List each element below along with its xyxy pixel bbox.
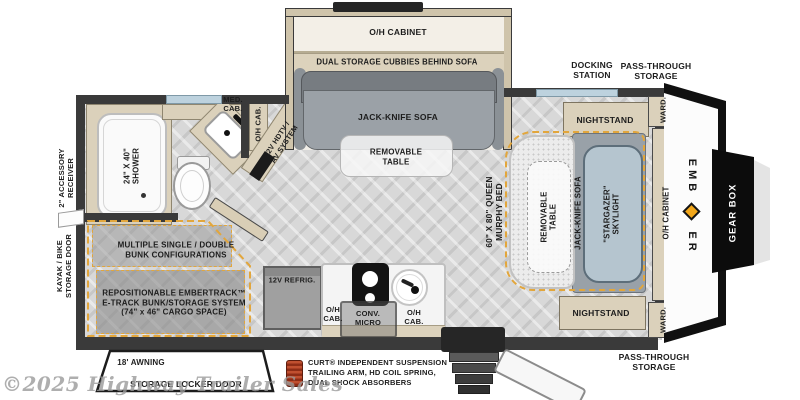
dual-storage-label: DUAL STORAGE CUBBIES BEHIND SOFA xyxy=(316,57,478,67)
awning-storage-outline xyxy=(95,349,275,393)
kitchen-counter-cabinet xyxy=(322,325,445,338)
coil-spring-icon xyxy=(286,360,303,387)
toilet-bowl-inner xyxy=(180,170,204,202)
refrigerator xyxy=(263,266,322,330)
entry-step-4 xyxy=(458,385,490,394)
jack-knife-sofa-bedroom-label: JACK-KNIFE SOFA xyxy=(573,176,583,250)
ember-logo-top: EMB xyxy=(686,159,698,195)
med-cab-label: MED.CAB. xyxy=(223,95,243,113)
removable-table-slide xyxy=(340,135,453,177)
bunk-lower xyxy=(96,270,245,334)
awning-label: 18' AWNING xyxy=(117,358,165,368)
entry-step-1 xyxy=(449,352,499,362)
refrigerator-label: 12V REFRIG. xyxy=(268,275,316,285)
shower-pan xyxy=(97,113,167,218)
entry-step-3 xyxy=(455,374,493,384)
oh-cabinet-right-label: O/H CABINET xyxy=(661,186,671,240)
stove-burner-small xyxy=(365,293,375,303)
wardrobe-bottom-label: WARD. xyxy=(658,307,668,333)
gear-box-label: GEAR BOX xyxy=(728,184,739,243)
stargazer-skylight xyxy=(583,145,643,283)
nightstand-top-label: NIGHTSTAND xyxy=(576,114,634,125)
murphy-bed-outline xyxy=(505,131,645,291)
refrigerator-top xyxy=(265,268,320,276)
wall-bathroom-right xyxy=(241,95,249,158)
watermark: ©2025 Highway Trailer Sales xyxy=(2,372,344,396)
shower-label: 24" X 40"SHOWER xyxy=(122,147,141,185)
bathroom-window xyxy=(166,95,222,104)
nightstand-bottom xyxy=(559,296,646,330)
bedroom-window xyxy=(536,89,618,97)
slide-window xyxy=(333,2,423,12)
wall-bottom xyxy=(76,337,658,350)
sink-faucet-dot xyxy=(411,286,419,294)
entry-platform xyxy=(441,327,505,352)
stargazer-skylight-label: "STARGAZER"SKYLIGHT xyxy=(602,185,621,243)
shower-pan-inner xyxy=(103,119,161,212)
removable-table-bedroom xyxy=(527,161,571,273)
stove-burner-large xyxy=(362,271,378,287)
storage-locker-label: STORAGE LOCKER DOOR xyxy=(130,378,242,389)
jack-knife-sofa-slide-label: JACK-KNIFE SOFA xyxy=(358,111,438,122)
nightstand-bottom-label: NIGHTSTAND xyxy=(572,307,630,318)
sink-inner-ring xyxy=(396,274,423,301)
slide-oh-cabinet xyxy=(294,17,504,53)
wardrobe-top-label: WARD. xyxy=(658,97,668,123)
gear-box xyxy=(712,149,754,273)
bunk-upper xyxy=(92,225,232,267)
bunk-dashed-outline xyxy=(87,220,251,337)
ember-logo-bottom: ER xyxy=(686,231,698,254)
shower-drain xyxy=(141,193,146,198)
ember-logo-icon xyxy=(682,202,701,221)
oh-cab-bathroom-label: O/H CAB. xyxy=(253,106,263,142)
faucet-dot xyxy=(224,130,230,136)
conv-micro-label: CONV.MICRO xyxy=(355,309,381,327)
microwave xyxy=(340,301,397,338)
gear-box-shadow xyxy=(750,158,770,266)
wall-bathroom-bottom xyxy=(76,213,178,222)
oh-cabinet-slide-label: O/H CABINET xyxy=(369,26,427,37)
